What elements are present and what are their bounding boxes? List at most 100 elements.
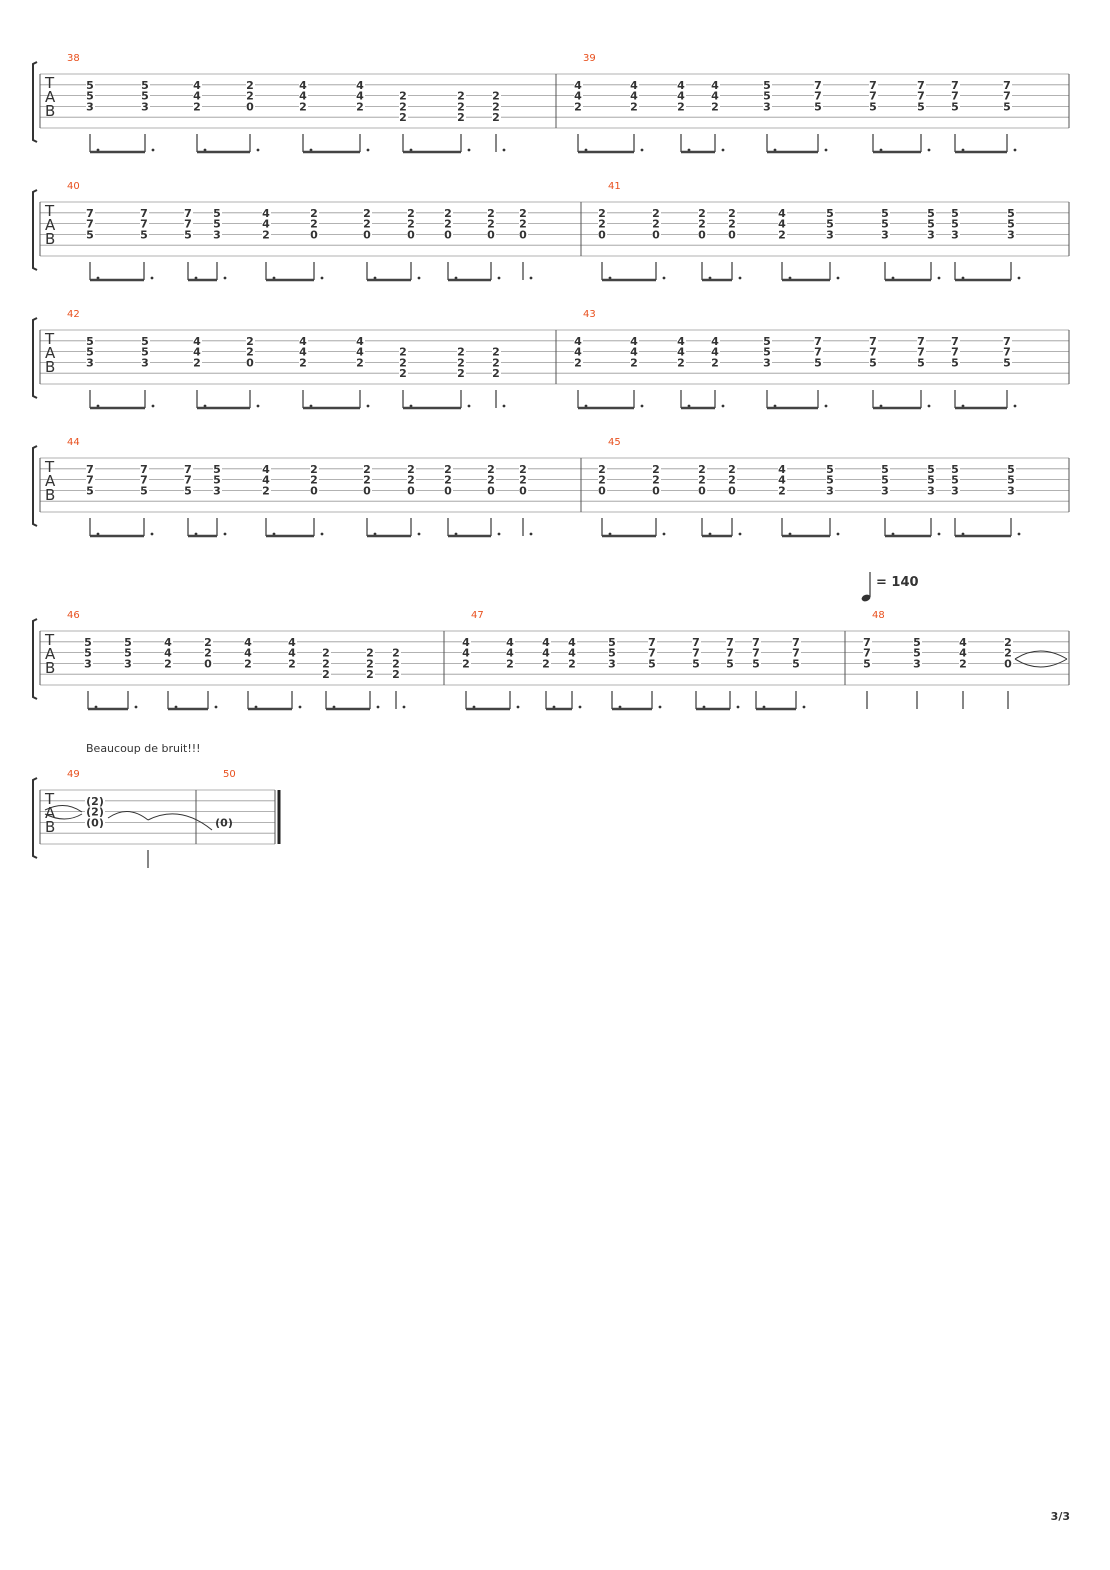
fret-mask bbox=[728, 229, 737, 240]
fret-number: 5 bbox=[141, 90, 149, 103]
fret-mask bbox=[648, 658, 657, 669]
fret-number: 5 bbox=[184, 484, 192, 497]
fret-mask bbox=[1007, 485, 1016, 496]
fret-number: 7 bbox=[752, 636, 760, 649]
fret-number: 0 bbox=[246, 100, 254, 113]
fret-mask bbox=[86, 218, 95, 229]
fret-mask bbox=[1003, 346, 1012, 357]
fret-number: 7 bbox=[726, 636, 734, 649]
fret-number: 7 bbox=[869, 335, 877, 348]
tab-system: TAB4655355344222044244222222222247442442… bbox=[32, 610, 1070, 711]
fret-number: 2 bbox=[366, 647, 374, 660]
fret-number: 5 bbox=[814, 100, 822, 113]
rhythm-dot bbox=[773, 404, 777, 408]
fret-number: 5 bbox=[917, 100, 925, 113]
system-bracket bbox=[32, 317, 38, 399]
rhythm-dot bbox=[687, 148, 691, 152]
fret-mask bbox=[444, 229, 453, 240]
fret-mask bbox=[814, 101, 823, 112]
fret-mask bbox=[141, 346, 150, 357]
tab-system: TAB4477577577555344222022022022022022045… bbox=[32, 437, 1070, 538]
fret-number: 5 bbox=[84, 647, 92, 660]
fret-mask bbox=[244, 647, 253, 658]
fret-number: 7 bbox=[140, 474, 148, 487]
fret-number: 4 bbox=[677, 90, 685, 103]
fret-number: 4 bbox=[711, 90, 719, 103]
fret-mask bbox=[457, 357, 466, 368]
rhythm-dot bbox=[497, 532, 501, 536]
fret-number: 4 bbox=[462, 636, 470, 649]
fret-number: 5 bbox=[1003, 356, 1011, 369]
fret-mask bbox=[869, 79, 878, 90]
fret-mask bbox=[140, 218, 149, 229]
fret-number: 7 bbox=[86, 463, 94, 476]
fret-number: 2 bbox=[652, 207, 660, 220]
tie-arc bbox=[1014, 658, 1068, 668]
fret-mask bbox=[574, 335, 583, 346]
fret-number: 7 bbox=[1003, 90, 1011, 103]
fret-number: 4 bbox=[356, 90, 364, 103]
fret-mask bbox=[881, 463, 890, 474]
fret-number: 5 bbox=[1007, 218, 1015, 231]
fret-number: 2 bbox=[246, 90, 254, 103]
fret-mask bbox=[778, 207, 787, 218]
fret-number: 5 bbox=[213, 207, 221, 220]
fret-number: 2 bbox=[698, 207, 706, 220]
rhythm-dot bbox=[961, 404, 965, 408]
fret-mask bbox=[407, 207, 416, 218]
fret-mask bbox=[1007, 474, 1016, 485]
rhythm-dot bbox=[256, 148, 260, 152]
tab-clef-letter: B bbox=[45, 818, 55, 836]
fret-number: 5 bbox=[86, 90, 94, 103]
fret-number: 5 bbox=[86, 79, 94, 92]
fret-number: 2 bbox=[392, 657, 400, 670]
rhythm-dot bbox=[788, 276, 792, 280]
fret-number: 2 bbox=[457, 346, 465, 359]
fret-mask bbox=[141, 357, 150, 368]
fret-mask bbox=[288, 636, 297, 647]
fret-mask bbox=[213, 485, 222, 496]
fret-number: 4 bbox=[959, 647, 967, 660]
fret-number: 4 bbox=[542, 647, 550, 660]
fret-number: 4 bbox=[506, 647, 514, 660]
fret-mask bbox=[752, 647, 761, 658]
fret-mask bbox=[608, 647, 617, 658]
fret-number: 2 bbox=[728, 474, 736, 487]
tab-clef-letter: B bbox=[45, 230, 55, 248]
fret-number: 4 bbox=[778, 218, 786, 231]
fret-mask bbox=[407, 229, 416, 240]
fret-number: 2 bbox=[598, 218, 606, 231]
fret-mask bbox=[728, 463, 737, 474]
fret-mask bbox=[863, 636, 872, 647]
fret-number: 0 bbox=[310, 228, 318, 241]
fret-number: 7 bbox=[951, 335, 959, 348]
fret-mask bbox=[692, 647, 701, 658]
fret-number: 3 bbox=[141, 100, 149, 113]
quarter-note-icon bbox=[861, 594, 871, 602]
measure-number: 39 bbox=[583, 53, 596, 64]
fret-mask bbox=[492, 90, 501, 101]
fret-number: 2 bbox=[356, 100, 364, 113]
fret-number: 4 bbox=[193, 335, 201, 348]
fret-number: 4 bbox=[677, 335, 685, 348]
fret-number: 4 bbox=[356, 346, 364, 359]
fret-mask bbox=[184, 485, 193, 496]
fret-mask bbox=[959, 658, 968, 669]
rhythm-dot bbox=[608, 276, 612, 280]
fret-number: 5 bbox=[763, 335, 771, 348]
fret-mask bbox=[193, 357, 202, 368]
fret-mask bbox=[711, 90, 720, 101]
fret-number: 7 bbox=[814, 90, 822, 103]
fret-mask bbox=[506, 658, 515, 669]
rhythm-dot bbox=[662, 532, 666, 536]
fret-number: 5 bbox=[927, 463, 935, 476]
fret-number: 2 bbox=[392, 668, 400, 681]
fret-mask bbox=[869, 90, 878, 101]
fret-mask bbox=[262, 474, 271, 485]
fret-number: 5 bbox=[141, 79, 149, 92]
rhythm-dot bbox=[174, 705, 178, 709]
fret-number: 4 bbox=[244, 647, 252, 660]
fret-number: 5 bbox=[763, 346, 771, 359]
fret-number: 5 bbox=[141, 346, 149, 359]
